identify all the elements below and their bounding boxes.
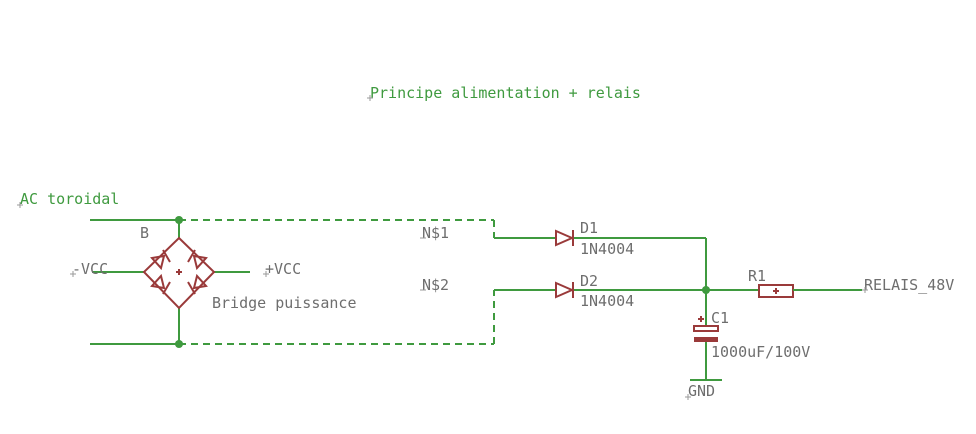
d2-name: D2 [580,272,598,290]
d2-value: 1N4004 [580,292,634,310]
gnd-label: GND [688,382,715,400]
vcc-negative-label: -VCC [72,260,108,278]
r1-name: R1 [748,267,766,285]
bridge-value: Bridge puissance [212,294,357,312]
c1-value: 1000uF/100V [711,343,810,361]
schematic-title: Principe alimentation + relais [370,84,641,102]
diode-d1 [555,229,575,247]
vcc-positive-label: +VCC [265,260,301,278]
bridge-name: B [140,224,149,242]
ac-toroidal-label: AC toroidal [20,190,119,208]
d1-value: 1N4004 [580,240,634,258]
diode-d2 [555,281,575,299]
net2-label: N$2 [422,276,449,294]
bridge-rectifier [142,236,216,310]
net1-label: N$1 [422,224,449,242]
relais-label: RELAIS_48V [864,276,954,294]
d1-name: D1 [580,219,598,237]
capacitor-c1 [693,316,719,342]
c1-name: C1 [711,309,729,327]
